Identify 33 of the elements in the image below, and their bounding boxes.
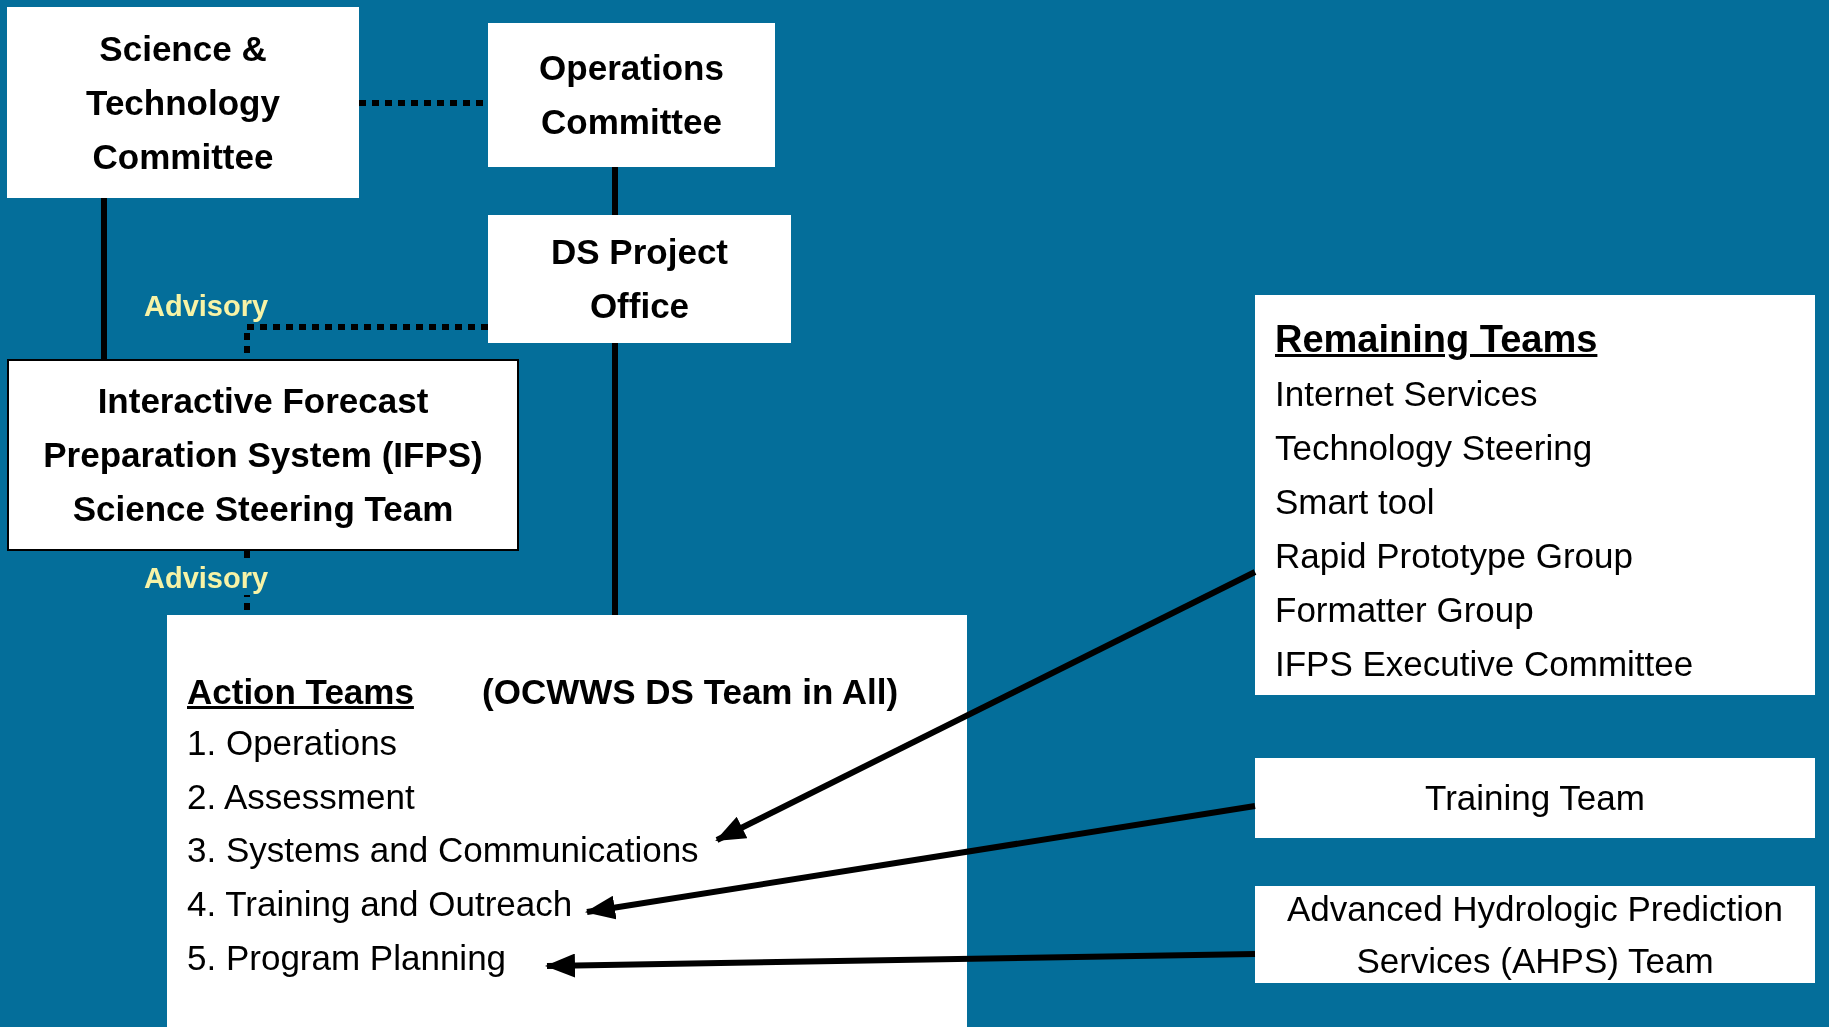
org-box <box>7 7 359 198</box>
node-label: Operations Committee <box>538 47 725 143</box>
connector-line <box>612 343 618 615</box>
org-box <box>1255 758 1815 838</box>
list-item: 4. Training and Outreach <box>187 877 587 931</box>
arrow <box>585 803 1256 920</box>
team-name: Technology Steering <box>1275 427 1593 469</box>
arrow <box>715 569 1257 843</box>
org-box <box>7 359 519 551</box>
team-name: Rapid Prototype Group <box>1275 535 1633 577</box>
node-label: Interactive Forecast Preparation System (IFPS) Science Steering Team <box>42 380 484 530</box>
node-label: DS Project Office <box>550 231 729 327</box>
node-label: Science & Technology Committee <box>85 27 281 178</box>
arrow <box>545 951 1256 978</box>
list-item: 2. Assessment <box>187 770 587 824</box>
list-heading: Remaining Teams <box>1275 317 1598 362</box>
team-name: IFPS Executive Committee <box>1275 643 1694 685</box>
node-label: Training Team <box>1425 776 1645 819</box>
list-item: 1. Operations <box>187 716 587 770</box>
org-box <box>488 23 775 167</box>
team-name: Internet Services <box>1275 373 1538 415</box>
list-item: 5. Program Planning <box>187 931 547 985</box>
connector-line <box>101 198 107 359</box>
team-list-box <box>1255 295 1815 695</box>
list-item: 3. Systems and Communications <box>187 823 717 877</box>
node-label: Advanced Hydrologic Prediction Services (AHPS) Team <box>1285 887 1785 982</box>
team-name: Smart tool <box>1275 481 1435 523</box>
team-name: Formatter Group <box>1275 589 1534 631</box>
connector-line <box>612 167 618 215</box>
team-note: (OCWWS DS Team in All) <box>482 671 899 713</box>
org-box <box>488 215 791 343</box>
team-list-box <box>167 615 967 1027</box>
team-heading: Action Teams <box>187 671 414 713</box>
